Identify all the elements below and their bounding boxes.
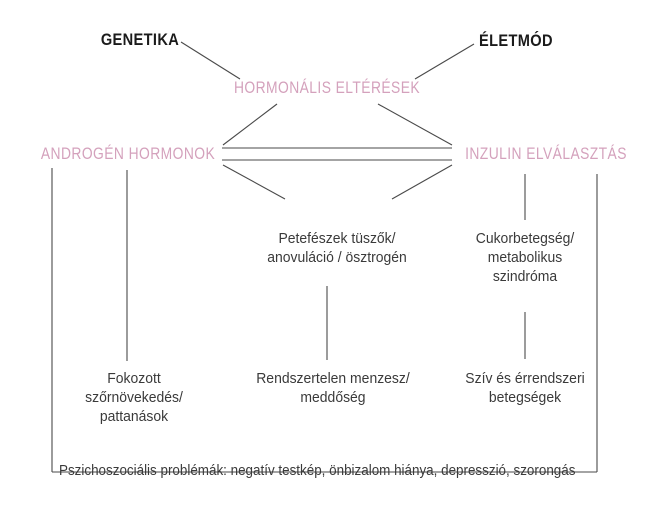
node-genetika: GENETIKA <box>100 30 180 49</box>
node-hormonalis-elteresek: HORMONÁLIS ELTÉRÉSEK <box>233 79 421 97</box>
edge-androgen-petefeszek <box>222 164 286 200</box>
edge-hormonalis-androgen <box>222 103 278 146</box>
node-rendszertelen-menzesz: Rendszertelen menzesz/ meddőség <box>256 370 410 407</box>
node-androgen-hormonok: ANDROGÉN HORMONOK <box>40 145 216 163</box>
node-cukorbetegseg: Cukorbetegség/ metabolikus szindróma <box>475 230 575 286</box>
footer-psychosocial-label: Pszichoszociális problémák: negatív test… <box>59 463 576 479</box>
node-fokozott-szornovekedes: Fokozott szőrnövekedés/ pattanások <box>85 370 183 426</box>
edge-inzulin-petefeszek <box>391 164 453 200</box>
node-eletmod: ÉLETMÓD <box>479 31 553 50</box>
node-petefeszek-tuszok: Petefészek tüszők/ anovuláció / ösztrogé… <box>267 230 407 267</box>
edge-hormonalis-inzulin <box>377 103 453 146</box>
node-sziv-errendszeri: Szív és érrendszeri betegségek <box>465 370 585 407</box>
node-inzulin-elvalasztas: INZULIN ELVÁLASZTÁS <box>465 145 627 163</box>
